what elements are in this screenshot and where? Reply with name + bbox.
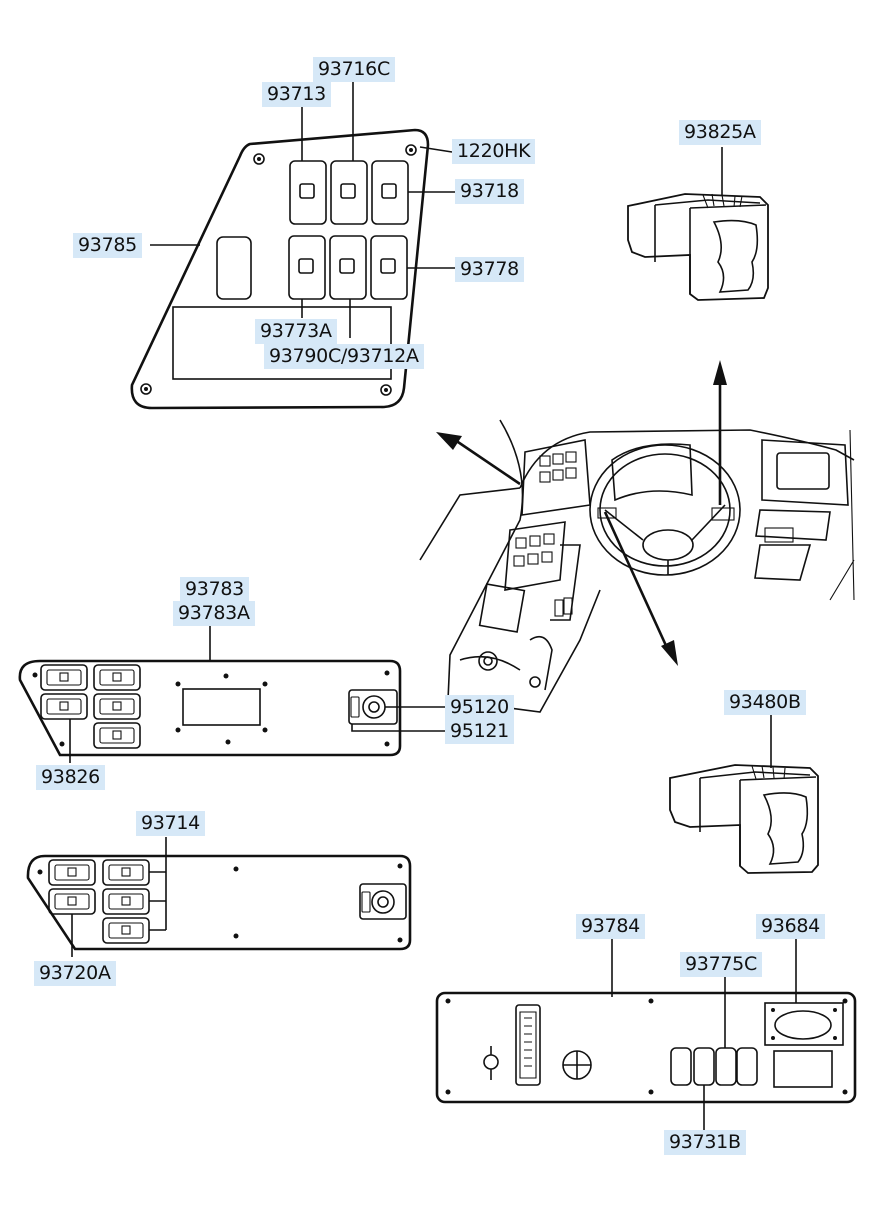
switch-panel-93783 <box>18 626 448 763</box>
part-label-93720A: 93720A <box>34 961 116 986</box>
switch-panel-93784 <box>435 937 857 1130</box>
part-label-1220HK: 1220HK <box>452 139 536 164</box>
dashboard-illustration <box>419 360 855 713</box>
part-label-93775C: 93775C <box>680 952 762 977</box>
part-label-93778: 93778 <box>455 257 524 282</box>
part-label-93825A: 93825A <box>679 120 761 145</box>
part-label-93716C: 93716C <box>313 57 395 82</box>
part-label-93785: 93785 <box>73 233 142 258</box>
part-label-93714: 93714 <box>136 811 205 836</box>
part-label-93480B: 93480B <box>724 690 806 715</box>
part-label-95121: 95121 <box>445 719 514 744</box>
switch-panel-93714 <box>26 837 412 957</box>
part-label-93826: 93826 <box>36 765 105 790</box>
part-label-93790C-93712A: 93790C/93712A <box>264 344 424 369</box>
part-label-93713: 93713 <box>262 82 331 107</box>
part-label-93718: 93718 <box>455 179 524 204</box>
part-label-95120: 95120 <box>445 695 514 720</box>
part-label-93773A: 93773A <box>255 319 337 344</box>
part-label-93784: 93784 <box>576 914 645 939</box>
switch-panel-93785 <box>130 80 455 410</box>
part-label-93684: 93684 <box>756 914 825 939</box>
part-label-93783: 93783 <box>180 577 249 602</box>
part-label-93731B: 93731B <box>664 1130 746 1155</box>
rocker-switch-93480B <box>669 715 819 874</box>
part-label-93783A: 93783A <box>173 601 255 626</box>
rocker-switch-93825A <box>627 147 769 301</box>
